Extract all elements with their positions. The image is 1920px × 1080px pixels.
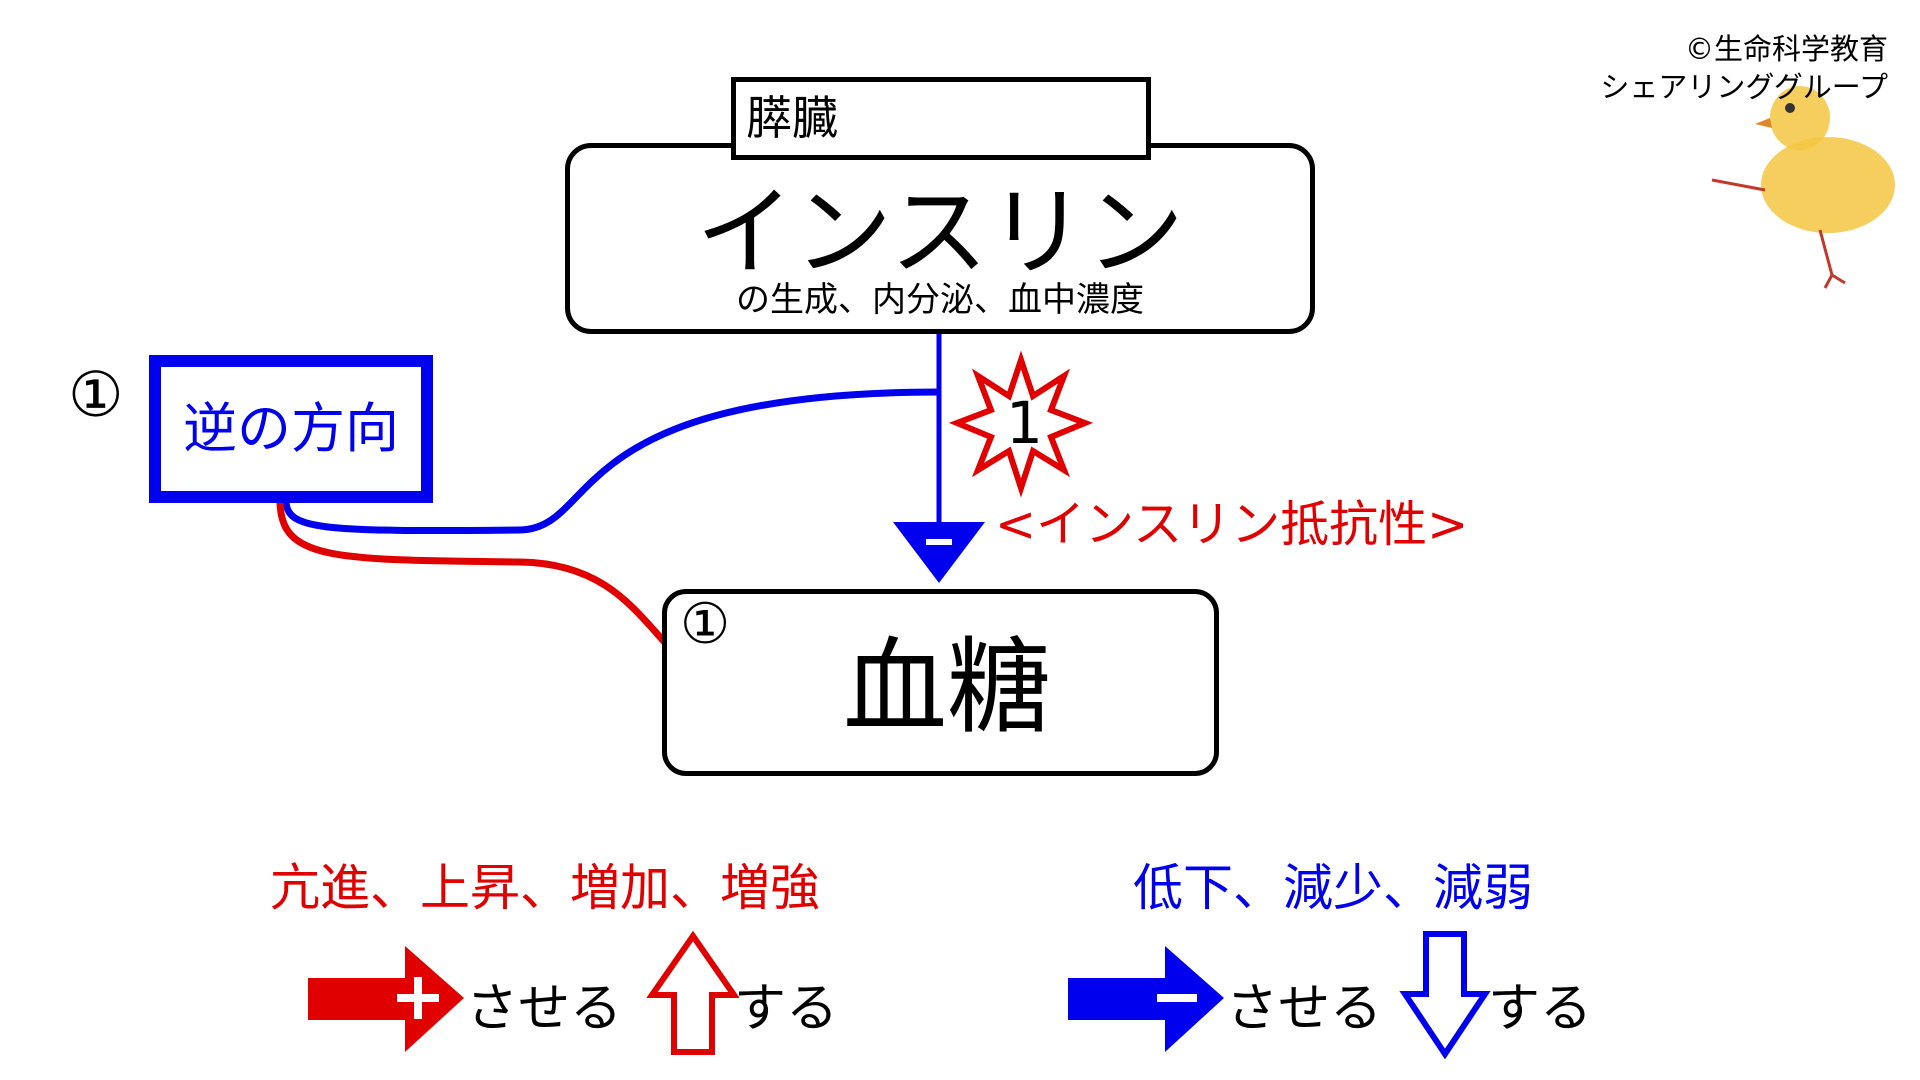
resistance-label: <インスリン抵抗性>	[995, 496, 1469, 553]
credit-line-2: シェアリンググループ	[1600, 70, 1888, 104]
legend-up-arrow-icon	[646, 930, 740, 1055]
legend-up-text: する	[734, 979, 839, 1039]
blood-sugar-box	[662, 589, 1219, 776]
blood-sugar-marker: ①	[680, 592, 731, 657]
legend-down-text: する	[1488, 979, 1593, 1039]
organ-label: 膵臓	[731, 77, 1151, 160]
hormone-subtitle: の生成、内分泌、血中濃度	[736, 280, 1144, 320]
minus-arrow-icon	[1068, 946, 1224, 1052]
legend-minus-text: させる	[1226, 979, 1383, 1039]
reverse-direction-box: 逆の方向	[149, 355, 433, 503]
decrease-terms: 低下、減少、減弱	[1133, 859, 1533, 917]
credit-line-1: ©生命科学教育	[1684, 32, 1888, 66]
reverse-marker: ①	[68, 358, 124, 431]
chick-illustration	[1711, 86, 1895, 289]
down-arrow-icon	[1399, 931, 1491, 1060]
burst-icon	[948, 350, 1094, 498]
insulin-box: インスリン の生成、内分泌、血中濃度	[565, 143, 1315, 334]
legend-plus-text: させる	[466, 979, 623, 1039]
credit: ©生命科学教育 シェアリンググループ	[1600, 30, 1888, 106]
hormone-name: インスリン	[695, 176, 1185, 290]
blood-sugar-label: 血糖	[843, 626, 1052, 748]
increase-terms: 亢進、上昇、増加、増強	[270, 859, 820, 917]
burst-number: 1	[1006, 389, 1043, 457]
blue-connector-curve	[282, 388, 940, 535]
plus-arrow-icon	[308, 946, 464, 1052]
minus-arrowhead	[893, 522, 985, 583]
